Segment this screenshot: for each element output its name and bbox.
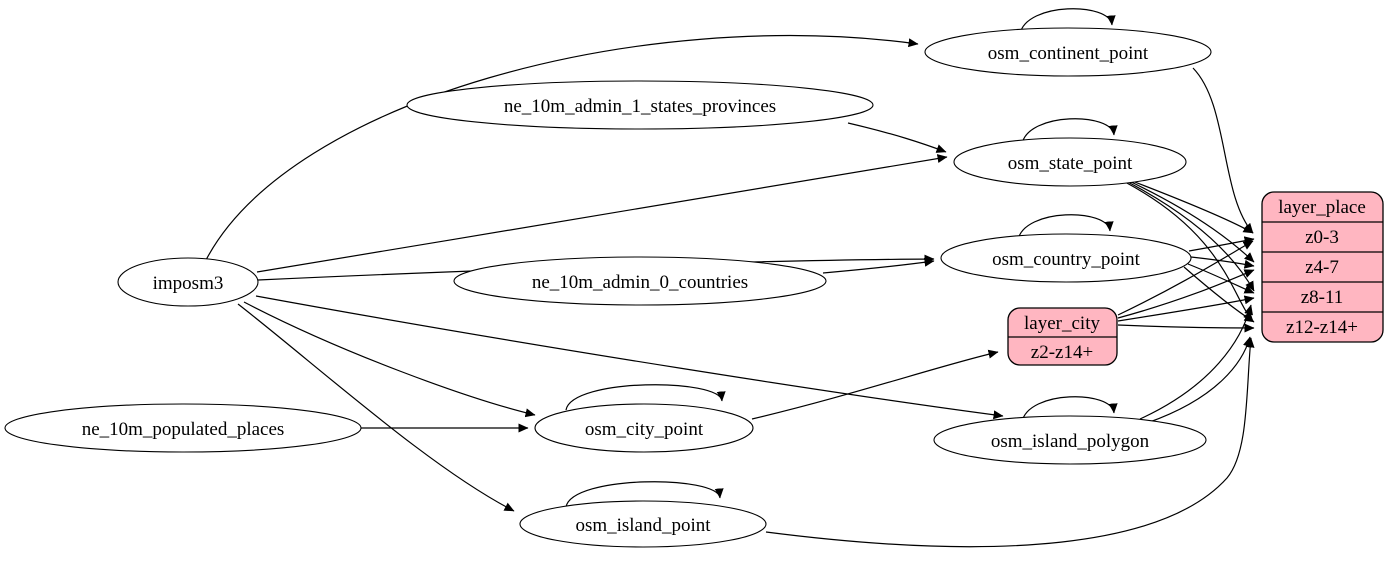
edge-osm_state_point-layer_place-z8-11 [1125,180,1255,292]
record-layer_place-title: layer_place [1278,197,1366,218]
node-osm_state_point-label: osm_state_point [1008,153,1133,174]
node-ne_10m_admin_0_countries-label: ne_10m_admin_0_countries [532,272,748,293]
edge-osm_state_point-layer_place-z0-3 [1126,178,1254,234]
node-osm_island_point-label: osm_island_point [575,515,711,536]
node-ne_10m_populated_places-shape [4,403,362,453]
node-osm_city_point-shape [534,403,754,453]
node-osm_continent_point-shape [924,27,1212,77]
node-ne_10m_admin_0_countries: ne_10m_admin_0_countries [453,256,827,306]
edge-layer_city-layer_place-z12-z14 [1117,323,1255,333]
record-layer_place-shape [1261,191,1384,343]
node-ne_10m_admin_1_states_provinces-shape [406,80,874,130]
edge-selfloop-osm_country_point [1017,214,1114,241]
node-osm_country_point: osm_country_point [940,233,1192,283]
edge-imposm3-osm_state_point [256,154,948,273]
edge-osm_continent_point-layer_place-z0-3 [1192,67,1254,234]
edge-selfloop-osm_island_polygon [1021,396,1118,423]
node-osm_state_point-shape [953,137,1187,187]
node-osm_city_point: osm_city_point [534,403,754,453]
edge-osm_state_point-layer_place-z4-7 [1126,179,1255,263]
record-layer_place-row-z0-3: z0-3 [1305,227,1339,248]
edge-imposm3-osm_island_point [237,303,515,512]
node-ne_10m_admin_1_states_provinces-label: ne_10m_admin_1_states_provinces [504,96,776,117]
node-osm_country_point-shape [940,233,1192,283]
edge-osm_island_polygon-layer_place-z8-11 [1139,304,1253,420]
node-ne_10m_admin_1_states_provinces: ne_10m_admin_1_states_provinces [406,80,874,130]
record-layer_city-row-z2-z14: z2-z14+ [1031,342,1093,363]
node-imposm3-shape [117,257,259,307]
record-layer_place-row-z12-z14: z12-z14+ [1286,317,1358,338]
edge-selfloop-osm_city_point [565,384,726,411]
edge-imposm3-osm_city_point [243,301,536,418]
node-osm_state_point: osm_state_point [953,137,1187,187]
node-ne_10m_admin_0_countries-shape [453,256,827,306]
record-layer_place: layer_place z0-3 z4-7 z8-11 z12-z14+ [1261,191,1384,343]
edge-layer_city-layer_place-z4-7 [1117,269,1255,319]
edge-ne_10m_admin_0_countries-osm_country_point [822,257,935,274]
node-ne_10m_populated_places: ne_10m_populated_places [4,403,362,453]
node-osm_island_polygon-label: osm_island_polygon [991,431,1150,452]
edge-osm_city_point-layer_city-z2-z14 [751,349,999,420]
node-imposm3: imposm3 [117,257,259,307]
edge-selfloop-osm_state_point [1021,118,1118,145]
node-ne_10m_populated_places-label: ne_10m_populated_places [82,419,285,440]
node-osm_city_point-label: osm_city_point [585,419,704,440]
edge-selfloop-osm_continent_point [1019,8,1116,35]
node-osm_continent_point: osm_continent_point [924,27,1212,77]
edge-selfloop-osm_island_point [565,481,724,508]
edge-imposm3-osm_continent_point [205,35,919,261]
record-layer_city-title: layer_city [1024,313,1100,334]
node-osm_continent_point-label: osm_continent_point [988,43,1149,64]
edge-osm_island_point-layer_place-z12-z14 [765,337,1255,548]
node-osm_island_point-shape [519,500,767,548]
edge-osm_country_point-layer_place-z0-3 [1188,236,1255,252]
record-layer_place-row-z8-11: z8-11 [1301,287,1344,308]
edge-osm_island_polygon-layer_place-z12-z14 [1146,336,1252,424]
edge-layer_city-layer_place-z8-11 [1117,295,1255,322]
node-osm_island_point: osm_island_point [519,500,767,548]
edge-imposm3-osm_island_polygon [255,295,1004,420]
record-layer_city: layer_city z2-z14+ [1007,307,1118,366]
edge-layer_city-layer_place-z0-3 [1117,240,1254,316]
record-layer_place-row-z4-7: z4-7 [1305,257,1339,278]
node-osm_island_polygon: osm_island_polygon [933,415,1207,465]
node-osm_country_point-label: osm_country_point [992,249,1140,270]
edge-ne_10m_admin_1_states_provinces-osm_state_point [847,122,947,153]
node-imposm3-label: imposm3 [153,273,224,294]
edge-osm_country_point-layer_place-z4-7 [1190,256,1255,269]
node-osm_island_polygon-shape [933,415,1207,465]
